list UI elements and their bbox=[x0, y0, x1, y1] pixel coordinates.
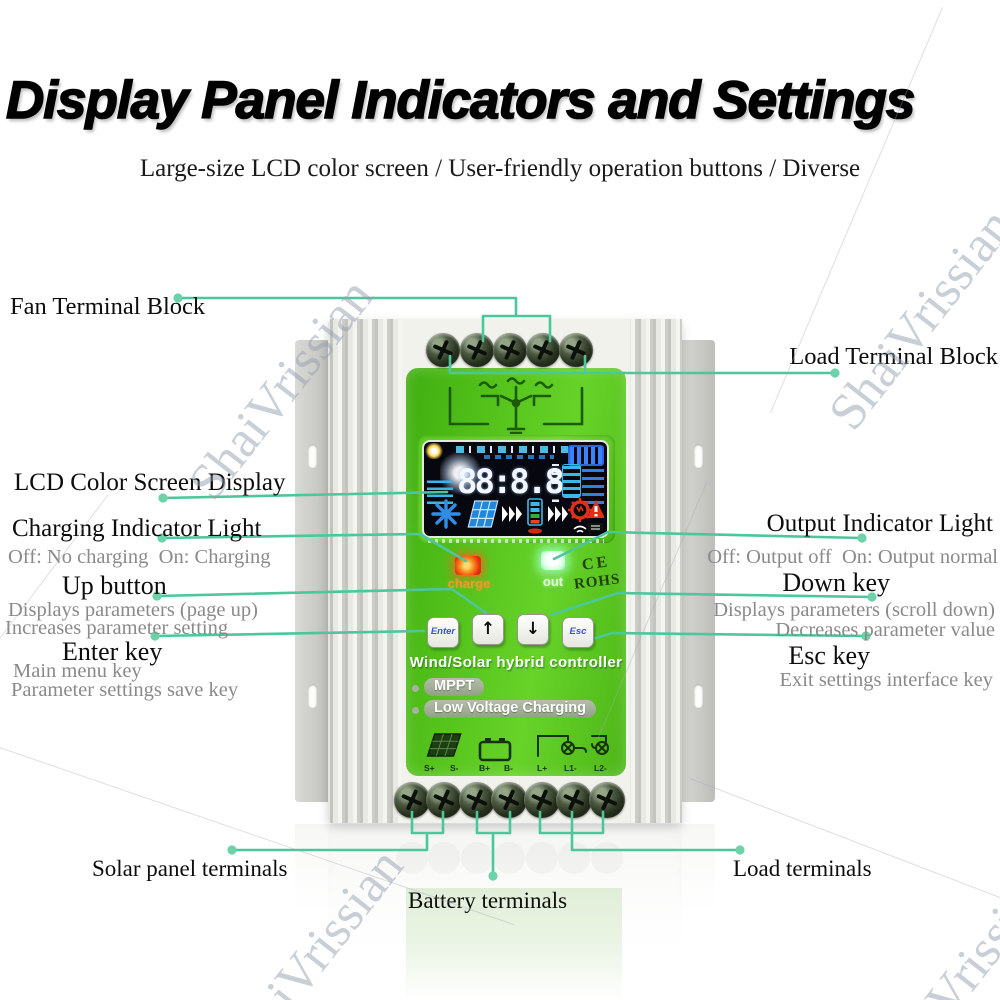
flow-chevrons-icon bbox=[502, 506, 568, 522]
esc-key: Esc bbox=[562, 617, 594, 648]
terminal-label-s-minus: S- bbox=[450, 763, 459, 773]
lcd-aux-display bbox=[568, 445, 604, 466]
bullet-dot bbox=[412, 707, 419, 714]
charge-led-label: charge bbox=[447, 576, 491, 591]
charging-indicator-desc: Off: No charging On: Charging bbox=[8, 546, 271, 568]
output-callout-line bbox=[552, 530, 864, 561]
out-led-label: out bbox=[542, 574, 564, 589]
load-icon bbox=[537, 735, 609, 757]
mounting-hole bbox=[694, 444, 703, 468]
charging-callout-line bbox=[160, 532, 468, 563]
lcd-callout-line bbox=[161, 490, 449, 500]
fan-terminal-block-label: Fan Terminal Block bbox=[10, 293, 206, 320]
bullet-dot bbox=[412, 685, 419, 692]
feature-mppt: MPPT bbox=[424, 678, 485, 696]
solar-panel-icon bbox=[426, 733, 462, 757]
solar-terminals-callout-line bbox=[230, 810, 445, 852]
battery-lcd-icon bbox=[527, 498, 543, 534]
lcd-battery-soc bbox=[562, 464, 581, 498]
mounting-hole bbox=[694, 684, 703, 708]
solar-panel-terminals-label: Solar panel terminals bbox=[92, 856, 288, 881]
output-indicator-desc: Off: Output off On: Output normal bbox=[707, 546, 998, 568]
top-terminal-screw bbox=[460, 333, 494, 367]
load-gear-icon bbox=[568, 498, 592, 522]
terminal-label-b-plus: B+ bbox=[479, 763, 491, 773]
enter-callout-line bbox=[153, 629, 426, 638]
terminal-label-l2-minus: L2- bbox=[594, 763, 607, 773]
load-block-callout-line bbox=[448, 354, 837, 375]
esc-key-callout-label: Esc key bbox=[788, 641, 870, 670]
up-button-label: Up button bbox=[62, 571, 167, 600]
down-key-label: Down key bbox=[782, 568, 890, 597]
lcd-unit-labels bbox=[552, 464, 559, 502]
feature-low-voltage: Low Voltage Charging bbox=[424, 700, 596, 718]
warning-triangle-icon bbox=[587, 500, 604, 531]
top-terminal-screw bbox=[426, 333, 460, 367]
lcd-tick-strip bbox=[428, 539, 604, 543]
down-arrow-icon: ↓ bbox=[525, 619, 541, 639]
lcd-status-icons bbox=[431, 498, 604, 534]
left-mounting-flange bbox=[295, 340, 333, 802]
down-key-desc-1: Displays parameters (scroll down) bbox=[713, 599, 995, 621]
enter-key: Enter bbox=[427, 617, 459, 648]
right-mounting-flange bbox=[677, 340, 715, 802]
charging-indicator-label: Charging Indicator Light bbox=[12, 515, 262, 542]
up-key: ↑ bbox=[472, 614, 504, 645]
up-arrow-icon: ↑ bbox=[480, 619, 496, 639]
load-terminals-label: Load terminals bbox=[733, 856, 872, 881]
bottom-terminal-screw bbox=[589, 782, 625, 818]
reflection-green bbox=[406, 888, 622, 1000]
enter-key-desc-1: Main menu key bbox=[13, 660, 142, 682]
lcd-right-segments bbox=[582, 466, 604, 504]
terminal-label-l1-minus: L1- bbox=[564, 763, 577, 773]
terminal-label-l-plus: L+ bbox=[537, 763, 548, 773]
lcd-screen: 88:8.8 bbox=[424, 442, 607, 536]
up-button-desc-2: Increases parameter setting bbox=[5, 617, 229, 639]
esc-key-desc-1: Exit settings interface key bbox=[779, 669, 993, 691]
load-terminals-callout-line bbox=[538, 810, 738, 852]
enter-key-label: Enter bbox=[430, 626, 456, 637]
esc-key-label: Esc bbox=[569, 626, 587, 637]
bottom-terminal-screw bbox=[556, 782, 592, 818]
lcd-menu-bars bbox=[427, 476, 453, 504]
esc-callout-line bbox=[594, 631, 868, 640]
output-indicator-label: Output Indicator Light bbox=[766, 510, 993, 537]
fan-snowflake-icon bbox=[431, 499, 461, 529]
fan-callout-line bbox=[176, 296, 552, 343]
battery-terminals-callout-line bbox=[475, 810, 512, 874]
top-terminal-screw bbox=[493, 333, 527, 367]
page-subtitle: Large-size LCD color screen / User-frien… bbox=[139, 155, 861, 182]
sun-icon bbox=[425, 443, 443, 459]
top-terminal-screw bbox=[526, 333, 560, 367]
lcd-main-digits: 88:8.8 bbox=[457, 462, 565, 502]
lcd-top-segments bbox=[456, 446, 568, 453]
load-terminal-block-label: Load Terminal Block bbox=[789, 343, 998, 370]
terminal-label-s-plus: S+ bbox=[424, 763, 435, 773]
bottom-terminal-screw bbox=[524, 782, 560, 818]
down-key: ↓ bbox=[517, 614, 549, 645]
wind-turbine-schematic-icon bbox=[448, 377, 584, 434]
mounting-hole bbox=[308, 684, 317, 708]
battery-icon bbox=[478, 738, 512, 762]
down-callout-line bbox=[549, 591, 874, 617]
page-title: Display Panel Indicators and Settings bbox=[5, 70, 916, 131]
up-button-desc-1: Displays parameters (page up) bbox=[8, 599, 258, 621]
enter-key-desc-2: Parameter settings save key bbox=[11, 679, 239, 701]
charge-indicator-led bbox=[455, 556, 481, 575]
mounting-hole bbox=[308, 444, 317, 468]
top-terminal-screw bbox=[559, 333, 593, 367]
left-heatsink-ribs bbox=[330, 319, 404, 823]
lcd-top-segments bbox=[484, 455, 554, 459]
lcd-display-label: LCD Color Screen Display bbox=[14, 469, 286, 496]
solar-panel-lcd-icon bbox=[467, 500, 499, 528]
down-key-desc-2: Decreases parameter value bbox=[775, 619, 995, 641]
terminal-label-b-minus: B- bbox=[504, 763, 513, 773]
brand-line: Wind/Solar hybrid controller bbox=[409, 654, 623, 671]
enter-key-callout-label: Enter key bbox=[62, 637, 163, 666]
up-callout-line bbox=[155, 587, 488, 615]
battery-terminals-label: Battery terminals bbox=[408, 888, 568, 913]
wifi-icon bbox=[573, 525, 587, 533]
